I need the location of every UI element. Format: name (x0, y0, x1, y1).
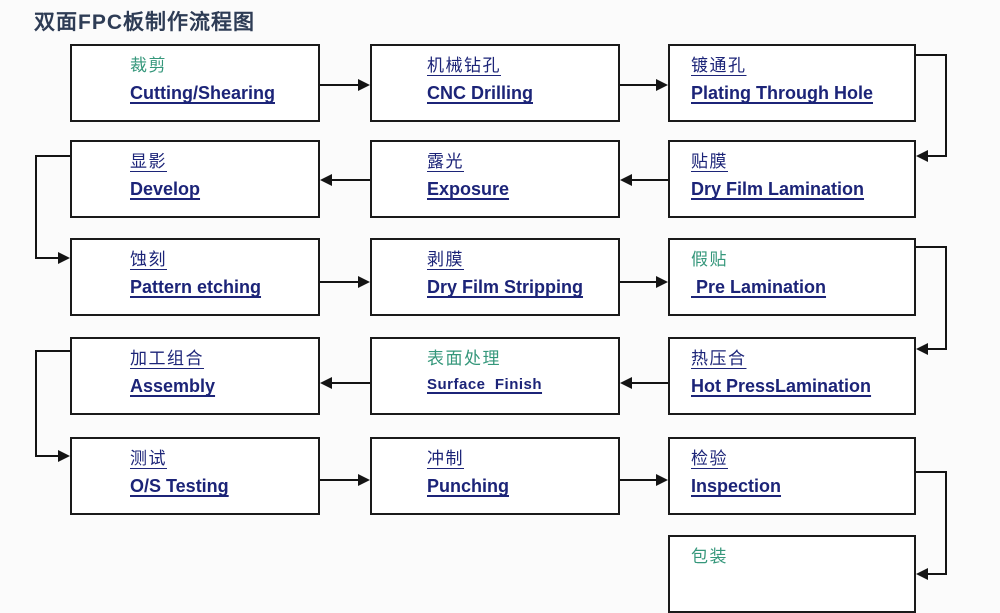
step-label-cn: 剥膜 (427, 250, 464, 269)
connector-line (35, 155, 37, 259)
connector-line (35, 350, 70, 352)
connector-line (945, 246, 947, 350)
step-label-cn: 机械钻孔 (427, 56, 501, 75)
arrowhead-left-icon (916, 343, 928, 355)
flow-step-pattern-etching: 蚀刻 Pattern etching (70, 238, 320, 316)
arrowhead-right-icon (58, 450, 70, 462)
step-label-cn: 露光 (427, 152, 464, 171)
step-label-en: CNC Drilling (427, 83, 533, 104)
connector-line (916, 471, 947, 473)
step-label-cn: 冲制 (427, 449, 464, 468)
flow-step-dry-film-lamination: 贴膜 Dry Film Lamination (668, 140, 916, 218)
step-label-cn: 裁剪 (130, 56, 167, 75)
arrowhead-right-icon (656, 474, 668, 486)
step-label-en: Cutting/Shearing (130, 83, 275, 104)
step-label-en: Assembly (130, 376, 216, 397)
arrowhead-left-icon (916, 568, 928, 580)
step-label-en: Surface Finish (427, 376, 543, 394)
step-label-en: Hot PressLamination (691, 376, 872, 397)
step-label-en: Develop (130, 179, 201, 200)
arrowhead-right-icon (358, 79, 370, 91)
step-label-cn: 加工组合 (130, 349, 204, 368)
arrowhead-left-icon (916, 150, 928, 162)
step-label-en: Plating Through Hole (691, 83, 873, 104)
connector-line (945, 471, 947, 575)
arrowhead-left-icon (620, 377, 632, 389)
flow-step-develop: 显影 Develop (70, 140, 320, 218)
arrowhead-left-icon (620, 174, 632, 186)
connector-line (330, 382, 370, 384)
flow-step-os-testing: 测试 O/S Testing (70, 437, 320, 515)
arrowhead-left-icon (320, 377, 332, 389)
flow-step-dry-film-stripping: 剥膜 Dry Film Stripping (370, 238, 620, 316)
connector-line (630, 382, 668, 384)
step-label-cn: 热压合 (691, 349, 747, 368)
step-label-cn: 检验 (691, 449, 728, 468)
step-label-en: Pre Lamination (691, 277, 827, 298)
arrowhead-right-icon (656, 79, 668, 91)
connector-line (916, 246, 947, 248)
step-label-en: Punching (427, 476, 509, 497)
flow-step-surface-finish: 表面处理 Surface Finish (370, 337, 620, 415)
step-label-cn: 包装 (691, 547, 728, 566)
connector-line (320, 479, 360, 481)
connector-line (928, 348, 947, 350)
step-label-en: Exposure (427, 179, 510, 200)
connector-line (620, 84, 658, 86)
step-label-en: Inspection (691, 476, 782, 497)
step-label-en: Pattern etching (130, 277, 262, 298)
connector-line (330, 179, 370, 181)
page-title: 双面FPC板制作流程图 (34, 11, 255, 34)
step-label-cn: 测试 (130, 449, 167, 468)
flow-step-inspection: 检验 Inspection (668, 437, 916, 515)
connector-line (630, 179, 668, 181)
flow-step-packaging: 包装 (668, 535, 916, 613)
connector-line (35, 350, 37, 457)
connector-line (37, 257, 59, 259)
flow-step-pre-lamination: 假贴 Pre Lamination (668, 238, 916, 316)
arrowhead-left-icon (320, 174, 332, 186)
connector-line (928, 573, 947, 575)
connector-line (945, 54, 947, 157)
step-label-cn: 镀通孔 (691, 56, 747, 75)
flow-step-hot-press-lamination: 热压合 Hot PressLamination (668, 337, 916, 415)
flowchart-canvas: 双面FPC板制作流程图 裁剪 Cutting/Shearing 机械钻孔 CNC… (34, 11, 947, 613)
arrowhead-right-icon (358, 474, 370, 486)
step-label-cn: 假贴 (691, 250, 728, 269)
flow-step-exposure: 露光 Exposure (370, 140, 620, 218)
step-label-en: Dry Film Lamination (691, 179, 865, 200)
flow-step-cutting: 裁剪 Cutting/Shearing (70, 44, 320, 122)
connector-line (928, 155, 947, 157)
flow-step-assembly: 加工组合 Assembly (70, 337, 320, 415)
arrowhead-right-icon (656, 276, 668, 288)
connector-line (916, 54, 947, 56)
step-label-cn: 蚀刻 (130, 250, 167, 269)
step-label-en: O/S Testing (130, 476, 229, 497)
step-label-cn: 显影 (130, 152, 167, 171)
arrowhead-right-icon (358, 276, 370, 288)
connector-line (320, 84, 360, 86)
connector-line (620, 479, 658, 481)
connector-line (35, 155, 70, 157)
connector-line (37, 455, 59, 457)
arrowhead-right-icon (58, 252, 70, 264)
connector-line (620, 281, 658, 283)
step-label-cn: 表面处理 (427, 349, 501, 368)
step-label-en: Dry Film Stripping (427, 277, 584, 298)
flow-step-plating-through-hole: 镀通孔 Plating Through Hole (668, 44, 916, 122)
flow-step-cnc-drilling: 机械钻孔 CNC Drilling (370, 44, 620, 122)
flow-step-punching: 冲制 Punching (370, 437, 620, 515)
connector-line (320, 281, 360, 283)
step-label-cn: 贴膜 (691, 152, 728, 171)
